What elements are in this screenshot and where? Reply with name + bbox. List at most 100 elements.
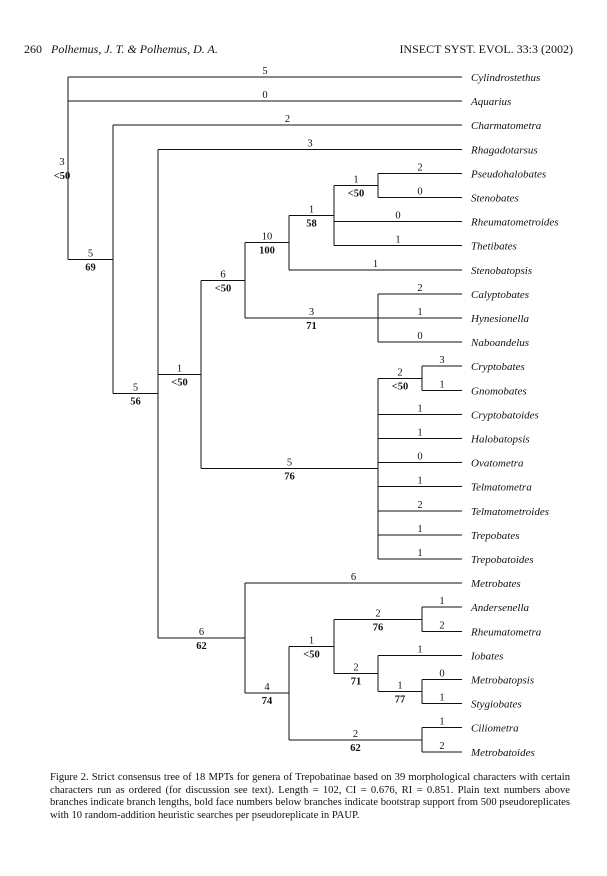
branch-length-metrobatopsis-stygiobates: 1	[397, 681, 402, 692]
branch-length-hynesionella: 1	[417, 307, 422, 318]
branch-length-clade-74: 4	[264, 682, 270, 693]
branch-length-charmatometra: 2	[285, 114, 290, 125]
phylogenetic-tree: 3<505Cylindrostethus0Aquarius5692Charmat…	[54, 66, 559, 759]
branch-length-clade-1-lt50: 1	[177, 363, 182, 374]
branch-length-calyptobates-group: 3	[309, 307, 314, 318]
branch-length-thetibates: 1	[395, 235, 400, 246]
taxon-thetibates: Thetibates	[471, 241, 517, 253]
branch-length-cryptobates: 3	[439, 355, 444, 366]
bootstrap-clade-100: 100	[259, 246, 275, 257]
branch-length-cryptobatoides: 1	[417, 403, 422, 414]
bootstrap-pseudohalobates-stenobates: <50	[348, 188, 364, 199]
running-header-left: 260 Polhemus, J. T. & Polhemus, D. A.	[24, 42, 218, 57]
bootstrap-clade-1-lt50-b: <50	[303, 649, 319, 660]
taxon-pseudohalobates: Pseudohalobates	[470, 168, 546, 180]
branch-length-cylindrostethus: 5	[262, 66, 267, 77]
taxon-iobates: Iobates	[470, 650, 503, 662]
branch-length-naboandelus: 0	[417, 331, 422, 342]
taxon-rheumatometra: Rheumatometra	[470, 626, 542, 638]
taxon-calyptobates: Calyptobates	[471, 289, 529, 301]
bootstrap-clade-56: 56	[130, 397, 141, 408]
bootstrap-cryptobates-gnomobates: <50	[392, 381, 408, 392]
author-line: Polhemus, J. T. & Polhemus, D. A.	[51, 42, 218, 56]
branch-length-ingroup-50: 3	[59, 157, 64, 168]
taxon-gnomobates: Gnomobates	[471, 385, 527, 397]
branch-length-rhagadotarsus: 3	[307, 138, 312, 149]
bootstrap-clade-1-lt50: <50	[171, 377, 187, 388]
bootstrap-clade-58: 58	[306, 219, 317, 230]
branch-length-clade-100: 10	[262, 232, 273, 243]
taxon-metrobates: Metrobates	[470, 578, 521, 590]
branch-length-ciliometra-metrobatoides: 2	[353, 729, 358, 740]
bootstrap-clade-6-lt50: <50	[215, 283, 231, 294]
branch-length-cryptobates-gnomobates: 2	[397, 367, 402, 378]
bootstrap-clade-62: 62	[196, 641, 207, 652]
bootstrap-clade-76-polytomy: 76	[284, 472, 295, 483]
taxon-aquarius: Aquarius	[470, 96, 511, 108]
journal-reference: INSECT SYST. EVOL. 33:3 (2002)	[399, 42, 573, 56]
branch-length-metrobatopsis: 0	[439, 669, 444, 680]
branch-length-stenobatopsis: 1	[373, 259, 378, 270]
bootstrap-iobates-group: 71	[351, 676, 362, 687]
branch-length-aquarius: 0	[262, 90, 267, 101]
branch-length-stygiobates: 1	[439, 693, 444, 704]
branch-length-metrobates: 6	[351, 572, 356, 583]
branch-length-telmatometroides: 2	[417, 500, 422, 511]
branch-length-calyptobates: 2	[417, 283, 422, 294]
branch-length-clade-56: 5	[133, 383, 138, 394]
branch-length-pseudohalobates: 2	[417, 162, 422, 173]
branch-length-clade-62: 6	[199, 627, 204, 638]
taxon-telmatometra: Telmatometra	[471, 482, 532, 494]
branch-length-clade-1-lt50-b: 1	[309, 635, 314, 646]
taxon-rheumatometroides: Rheumatometroides	[470, 217, 559, 229]
branch-length-andersenella-rheumatometra: 2	[375, 608, 380, 619]
branch-length-telmatometra: 1	[417, 476, 422, 487]
bootstrap-clade-69: 69	[85, 262, 96, 273]
taxon-trepobatoides: Trepobatoides	[471, 554, 534, 566]
branch-length-iobates-group: 2	[353, 662, 358, 673]
branch-length-pseudohalobates-stenobates: 1	[353, 174, 358, 185]
taxon-cryptobates: Cryptobates	[471, 361, 525, 373]
branch-length-ciliometra: 1	[439, 717, 444, 728]
bootstrap-calyptobates-group: 71	[306, 321, 317, 332]
branch-length-clade-6-lt50: 6	[220, 269, 225, 280]
bootstrap-ciliometra-metrobatoides: 62	[350, 743, 361, 754]
taxon-stygiobates: Stygiobates	[471, 699, 522, 711]
taxon-halobatopsis: Halobatopsis	[470, 434, 530, 446]
bootstrap-clade-74: 74	[262, 696, 273, 707]
taxon-stenobates: Stenobates	[471, 193, 519, 205]
branch-length-rheumatometroides: 0	[395, 211, 400, 222]
taxon-metrobatopsis: Metrobatopsis	[470, 675, 534, 687]
taxon-metrobatoides: Metrobatoides	[470, 747, 535, 759]
taxon-naboandelus: Naboandelus	[470, 337, 529, 349]
taxon-cryptobatoides: Cryptobatoides	[471, 409, 539, 421]
branch-length-stenobates: 0	[417, 187, 422, 198]
page-number: 260	[24, 42, 42, 56]
taxon-charmatometra: Charmatometra	[471, 120, 542, 132]
taxon-ciliometra: Ciliometra	[471, 723, 519, 735]
branch-length-andersenella: 1	[439, 596, 444, 607]
branch-length-clade-76-polytomy: 5	[287, 458, 292, 469]
branch-length-clade-69: 5	[88, 248, 93, 259]
bootstrap-ingroup-50: <50	[54, 171, 70, 182]
branch-length-clade-58: 1	[309, 205, 314, 216]
branch-length-halobatopsis: 1	[417, 428, 422, 439]
taxon-stenobatopsis: Stenobatopsis	[471, 265, 532, 277]
figure-caption: Figure 2. Strict consensus tree of 18 MP…	[50, 772, 570, 821]
taxon-ovatometra: Ovatometra	[471, 458, 524, 470]
branch-length-iobates: 1	[417, 644, 422, 655]
bootstrap-andersenella-rheumatometra: 76	[373, 622, 384, 633]
branch-length-trepobates: 1	[417, 524, 422, 535]
branch-length-gnomobates: 1	[439, 379, 444, 390]
branch-length-rheumatometra: 2	[439, 620, 444, 631]
branch-length-trepobatoides: 1	[417, 548, 422, 559]
taxon-telmatometroides: Telmatometroides	[471, 506, 549, 518]
bootstrap-metrobatopsis-stygiobates: 77	[395, 695, 406, 706]
taxon-cylindrostethus: Cylindrostethus	[471, 72, 540, 84]
taxon-rhagadotarsus: Rhagadotarsus	[470, 144, 538, 156]
branch-length-ovatometra: 0	[417, 452, 422, 463]
taxon-trepobates: Trepobates	[471, 530, 520, 542]
taxon-hynesionella: Hynesionella	[470, 313, 530, 325]
taxon-andersenella: Andersenella	[470, 602, 530, 614]
